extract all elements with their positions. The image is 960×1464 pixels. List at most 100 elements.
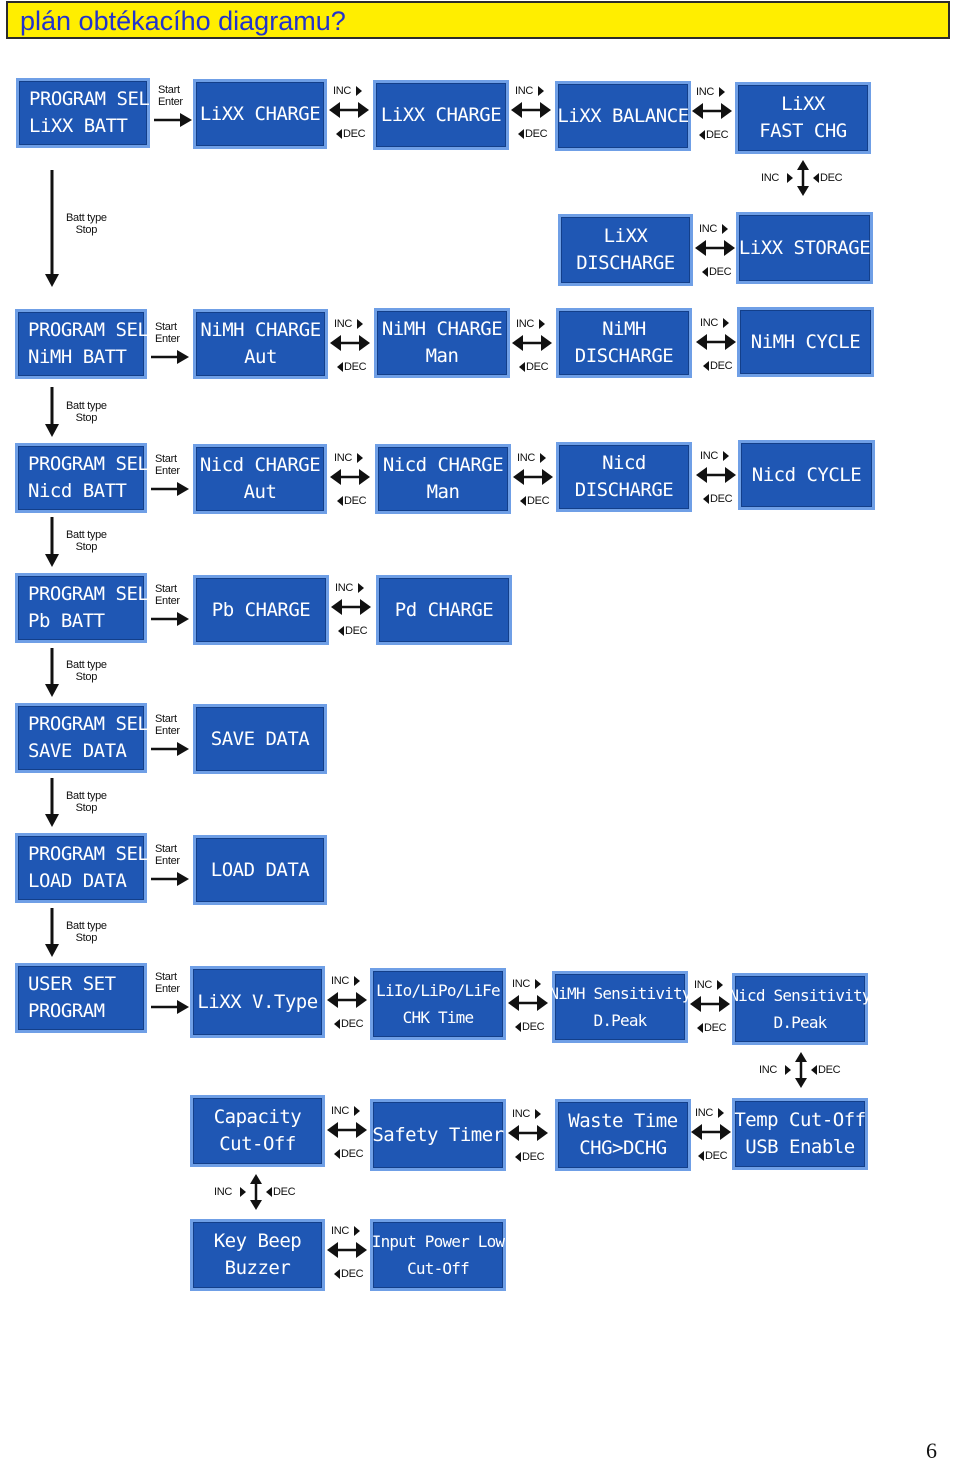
start-enter-label-start: Start [155,453,177,465]
box-line: Temp Cut-Off [734,1109,866,1131]
dec-marker [336,129,342,139]
batt-type-stop-label-batt-type: Batt type [66,400,107,412]
inc-label: INC [694,979,713,991]
box-line: Input Power Low [371,1232,505,1251]
batt-type-arrowhead [45,274,59,287]
box-line: Nicd CYCLE [751,463,862,486]
dec-marker [699,130,705,140]
box-line: PROGRAM SELECT [28,843,182,865]
box-line: Cut-Off [407,1259,470,1278]
box-line: LiXX V.Type [197,990,318,1013]
dec-label: DEC [820,172,843,184]
dec-arrowhead [511,102,522,118]
dec-marker [813,173,819,183]
dec-label: DEC [344,361,367,373]
inc-marker [535,1109,541,1119]
dec-marker [337,496,343,506]
box-line: USER SET [28,973,116,995]
down-arrowhead [795,1078,807,1088]
dec-arrowhead [692,103,703,119]
dec-arrowhead [690,996,701,1012]
box-line: LiIo/LiPo/LiFe [376,981,500,1000]
inc-arrowhead [540,102,551,118]
inc-marker [358,583,364,593]
dec-marker [520,496,526,506]
inc-label: INC [759,1064,778,1076]
batt-type-stop-label-stop: Stop [75,932,98,944]
box-lixx-balance: LiXX BALANCE [555,81,691,151]
inc-arrowhead [356,992,367,1008]
inc-label: INC [695,1107,714,1119]
batt-type-stop-label-batt-type: Batt type [66,212,107,224]
box-line: DISCHARGE [574,479,674,501]
dec-label: DEC [705,1150,728,1162]
dec-label: DEC [345,625,368,637]
batt-type-arrowhead [45,944,59,957]
inc-marker [357,319,363,329]
box-load-data: LOAD DATA [193,835,327,905]
inc-marker [723,318,729,328]
dec-arrowhead [691,1124,702,1140]
box-line: Waste Time [568,1110,678,1132]
inc-marker [357,453,363,463]
box-line: LiXX STORAGE [738,236,871,259]
dec-label: DEC [818,1064,841,1076]
up-arrowhead [250,1174,262,1184]
box-line: CHG>DCHG [579,1137,667,1159]
start-enter-label-enter: Enter [155,465,180,477]
inc-label: INC [335,582,354,594]
dec-arrowhead [327,992,338,1008]
inc-label: INC [331,1105,350,1117]
inc-label: INC [515,85,534,97]
enter-arrowhead [180,113,192,127]
box-nicd-cycle: Nicd CYCLE [738,440,875,510]
start-enter-label-enter: Enter [158,96,183,108]
up-arrowhead [797,160,809,170]
inc-marker [354,1106,360,1116]
inc-arrowhead [721,103,732,119]
dec-label: DEC [710,493,733,505]
box-lixx-v-type: LiXX V.Type [190,966,325,1038]
inc-label: INC [334,318,353,330]
inc-label: INC [700,450,719,462]
dec-marker [515,1022,521,1032]
box-line: LiXX BALANCE [557,104,689,127]
inc-marker [539,319,545,329]
dec-label: DEC [526,361,549,373]
start-enter-label-start: Start [158,84,180,96]
enter-arrowhead [177,872,189,886]
batt-type-stop-label-batt-type: Batt type [66,790,107,802]
inc-marker [240,1187,246,1197]
box-lixx-storage: LiXX STORAGE [736,212,873,284]
inc-marker [354,976,360,986]
inc-arrowhead [358,102,369,118]
box-line: NiMH CHARGE [381,318,503,340]
batt-type-stop-label-batt-type: Batt type [66,659,107,671]
box-line: PROGRAM SELECT [28,583,182,605]
box-safety-timer: Safety Timer [370,1099,506,1171]
dec-label: DEC [704,1022,727,1034]
box-line: CHK Time [402,1008,474,1027]
box-line: Aut [244,346,277,368]
box-line: LiXX [603,225,648,247]
inc-label: INC [512,1108,531,1120]
up-arrowhead [795,1052,807,1062]
batt-type-arrowhead [45,814,59,827]
enter-arrowhead [177,1000,189,1014]
